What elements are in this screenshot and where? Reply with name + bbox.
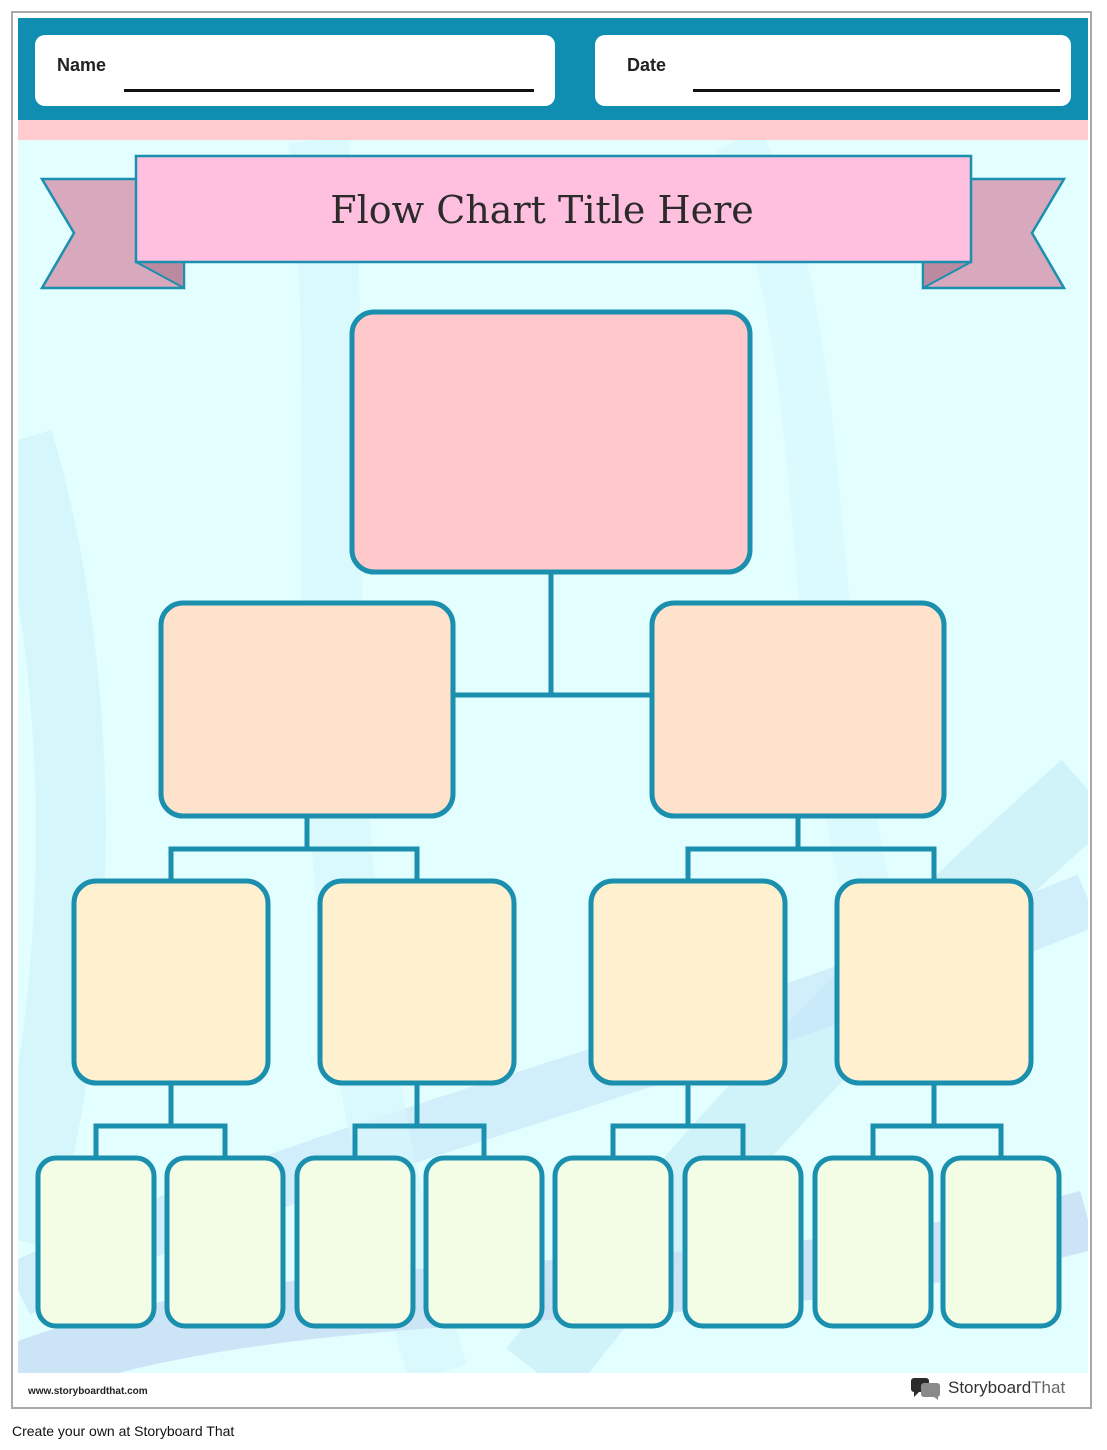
flow-box-level4-2[interactable] bbox=[164, 1155, 286, 1329]
flow-box-level4-8[interactable] bbox=[940, 1155, 1062, 1329]
name-label: Name bbox=[57, 55, 107, 75]
flowchart-diagram: Flow Chart Title Here bbox=[18, 140, 1088, 1373]
flow-box-level1-1[interactable] bbox=[349, 309, 753, 575]
flowchart-canvas: Flow Chart Title Here bbox=[18, 140, 1088, 1373]
flow-box-level3-3[interactable] bbox=[588, 878, 788, 1086]
title-banner: Flow Chart Title Here bbox=[39, 154, 1067, 290]
name-field: Name bbox=[35, 35, 555, 106]
flow-box-level2-1[interactable] bbox=[158, 600, 456, 819]
flow-box-level4-4[interactable] bbox=[423, 1155, 545, 1329]
flow-box-level2-2[interactable] bbox=[649, 600, 947, 819]
storyboardthat-logo[interactable]: StoryboardThat bbox=[910, 1376, 1065, 1400]
flow-box-level4-5[interactable] bbox=[552, 1155, 674, 1329]
pink-divider-strip bbox=[18, 120, 1088, 140]
footer-caption[interactable]: Create your own at Storyboard That bbox=[12, 1423, 235, 1439]
flowchart-title[interactable]: Flow Chart Title Here bbox=[330, 188, 754, 232]
flowchart-boxes bbox=[35, 309, 1062, 1329]
flow-box-level3-2[interactable] bbox=[317, 878, 517, 1086]
name-input-line[interactable] bbox=[124, 89, 534, 92]
date-input-line[interactable] bbox=[693, 89, 1060, 92]
flow-box-level4-1[interactable] bbox=[35, 1155, 157, 1329]
brand-name: StoryboardThat bbox=[948, 1378, 1066, 1397]
flow-box-level4-6[interactable] bbox=[682, 1155, 804, 1329]
flow-box-level3-1[interactable] bbox=[71, 878, 271, 1086]
header-bar: Name Date bbox=[18, 18, 1088, 120]
flow-box-level3-4[interactable] bbox=[834, 878, 1034, 1086]
flow-box-level4-7[interactable] bbox=[812, 1155, 934, 1329]
flow-box-level4-3[interactable] bbox=[294, 1155, 416, 1329]
footer-url[interactable]: www.storyboardthat.com bbox=[28, 1386, 148, 1397]
date-label: Date bbox=[627, 55, 667, 75]
date-field: Date bbox=[595, 35, 1071, 106]
connectors bbox=[93, 569, 1004, 1161]
speech-bubbles-icon bbox=[911, 1378, 940, 1400]
banner-main bbox=[134, 154, 973, 264]
